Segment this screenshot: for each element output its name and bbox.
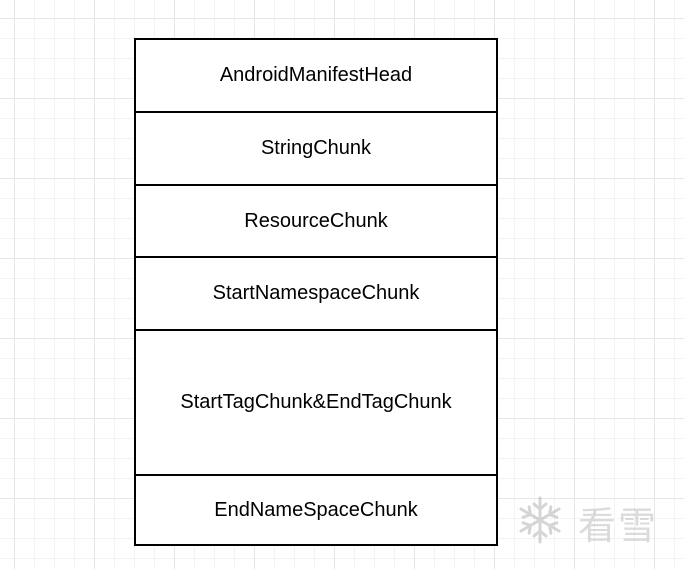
block-start-namespace-chunk: StartNamespaceChunk	[136, 258, 496, 331]
block-label: StartNamespaceChunk	[212, 282, 420, 304]
block-end-namespace-chunk: EndNameSpaceChunk	[136, 476, 496, 544]
watermark: 看雪	[514, 490, 674, 554]
block-label: AndroidManifestHead	[219, 64, 413, 86]
block-start-end-tag-chunk: StartTagChunk&EndTagChunk	[136, 331, 496, 476]
block-label: StringChunk	[260, 137, 372, 159]
chunk-stack: AndroidManifestHead StringChunk Resource…	[134, 38, 498, 546]
block-android-manifest-head: AndroidManifestHead	[136, 40, 496, 113]
watermark-text: 看雪	[578, 503, 659, 548]
block-label: StartTagChunk&EndTagChunk	[180, 391, 452, 413]
block-resource-chunk: ResourceChunk	[136, 186, 496, 258]
block-label: EndNameSpaceChunk	[214, 498, 418, 521]
snowflake-icon	[514, 494, 566, 551]
block-string-chunk: StringChunk	[136, 113, 496, 186]
block-label: ResourceChunk	[244, 209, 388, 232]
